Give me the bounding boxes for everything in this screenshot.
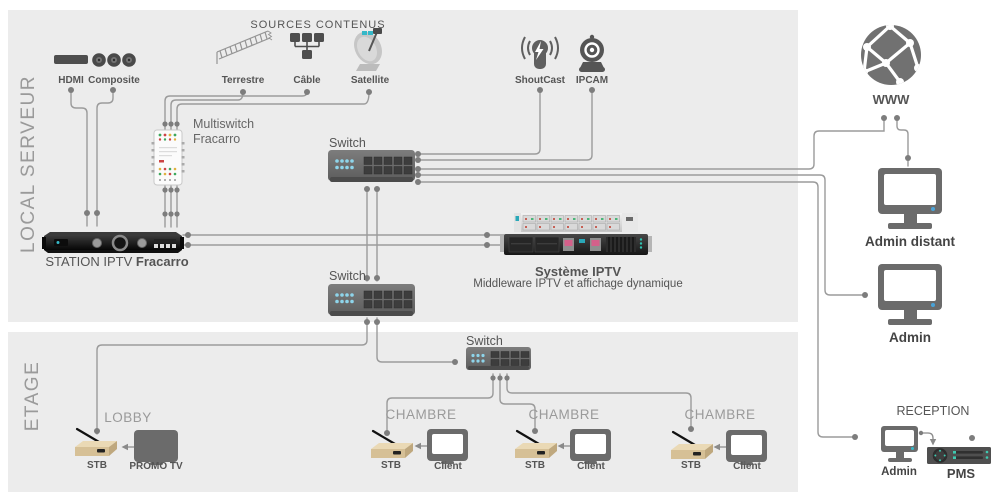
hdmi-connector-icon <box>54 55 88 64</box>
admin-distant-label: Admin distant <box>865 234 955 249</box>
chambre2-tv-label: Client <box>577 461 605 472</box>
reception-admin-monitor-base <box>888 458 912 462</box>
admin-label: Admin <box>889 330 931 345</box>
chambre2-tv-screen <box>575 434 606 454</box>
switch2-label: Switch <box>329 269 366 283</box>
reception-admin-monitor-neck <box>896 452 904 458</box>
reception-admin-screen <box>885 430 914 446</box>
admin-screen <box>884 270 936 301</box>
chambre3-label: CHAMBRE <box>684 407 756 422</box>
chambre1-tv-base <box>441 461 454 464</box>
lobby-stb-device <box>75 427 117 456</box>
iptv-server-device <box>500 213 652 255</box>
admin-distant-screen <box>884 174 936 205</box>
shoutcast-radio-icon <box>521 36 559 69</box>
www-globe-icon <box>861 25 921 85</box>
chambre2-tv-base <box>584 461 597 464</box>
reception-title: RECEPTION <box>896 404 970 418</box>
composite-rca-icon <box>92 53 136 67</box>
chambre1-stb-device <box>371 429 413 458</box>
admin-power-led <box>931 303 935 307</box>
www-label: WWW <box>872 92 910 107</box>
chambre2-stb-label: STB <box>525 460 545 471</box>
switch3-device <box>466 347 531 370</box>
lobby-promo-tv <box>134 430 178 462</box>
chambre2-client-tv <box>570 429 611 461</box>
admin-monitor-neck <box>904 310 917 319</box>
multiswitch-label: Multiswitch Fracarro <box>193 117 254 147</box>
cable-label: Câble <box>293 75 321 86</box>
composite-label: Composite <box>88 75 140 86</box>
satellite-dish-icon <box>354 28 382 71</box>
admin-distant-monitor-neck <box>904 214 917 223</box>
chambre1-label: CHAMBRE <box>385 407 457 422</box>
station-iptv-device <box>42 232 184 253</box>
reception-admin-monitor <box>881 426 918 452</box>
switch2-device <box>328 284 415 316</box>
section-label-local-serveur: LOCAL SERVEUR <box>18 75 39 253</box>
ipcam-webcam-icon <box>579 34 605 72</box>
admin-distant-power-led <box>931 207 935 211</box>
lobby-promo-tv-base <box>150 462 163 465</box>
multiswitch-label-line2: Fracarro <box>193 132 241 146</box>
pms-server-device <box>927 447 991 464</box>
cable-network-icon <box>290 33 324 59</box>
lobby-stb-label: STB <box>87 460 107 471</box>
switch3-label: Switch <box>466 334 503 348</box>
station-label-brand: Fracarro <box>135 254 189 269</box>
admin-monitor <box>878 264 942 310</box>
multiswitch-device <box>151 129 185 186</box>
systeme-iptv-subtitle: Middleware IPTV et affichage dynamique <box>473 278 683 290</box>
chambre2-stb-device <box>515 429 557 458</box>
section-label-etage: ETAGE <box>22 360 43 432</box>
switch1-label: Switch <box>329 136 366 150</box>
chambre1-client-tv <box>427 429 468 461</box>
lobby-tv-label: PROMO TV <box>129 461 183 472</box>
pms-label: PMS <box>946 466 976 481</box>
lobby-label: LOBBY <box>104 410 152 425</box>
chambre3-tv-label: Client <box>733 461 761 472</box>
admin-monitor-base <box>888 319 932 325</box>
chambre3-client-tv <box>726 430 767 462</box>
terrestrial-antenna-icon <box>216 30 273 64</box>
panel-etage <box>8 332 798 492</box>
sources-title: SOURCES CONTENUS <box>250 19 386 31</box>
chambre1-tv-label: Client <box>434 461 462 472</box>
chambre3-stb-label: STB <box>681 460 701 471</box>
station-label-prefix: STATION IPTV <box>45 254 136 269</box>
hdmi-label: HDMI <box>58 75 84 86</box>
chambre3-stb-device <box>671 430 713 459</box>
station-iptv-label: STATION IPTV Fracarro <box>45 254 188 269</box>
ipcam-label: IPCAM <box>575 75 609 86</box>
chambre1-stb-label: STB <box>381 460 401 471</box>
admin-distant-monitor-base <box>888 223 932 229</box>
systeme-iptv-title: Système IPTV <box>535 264 621 279</box>
multiswitch-label-line1: Multiswitch <box>193 117 255 131</box>
switch1-device <box>328 150 415 182</box>
chambre3-tv-screen <box>731 435 762 455</box>
reception-admin-power-led <box>911 447 914 450</box>
admin-distant-monitor <box>878 168 942 214</box>
shoutcast-label: ShoutCast <box>515 75 565 86</box>
terrestre-label: Terrestre <box>221 75 265 86</box>
chambre3-tv-base <box>740 462 753 465</box>
chambre2-label: CHAMBRE <box>528 407 600 422</box>
chambre1-tv-screen <box>432 434 463 454</box>
reception-admin-label: Admin <box>881 466 917 478</box>
satellite-label: Satellite <box>350 75 390 86</box>
